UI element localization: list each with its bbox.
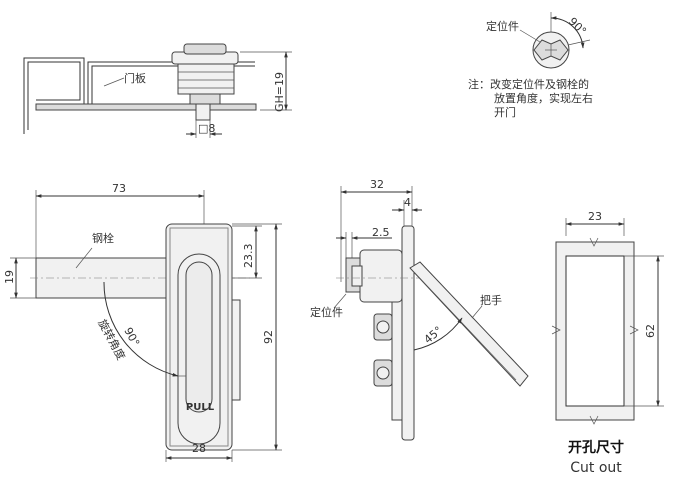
- base-plate: [35, 103, 257, 111]
- dim-19-label: 19: [3, 270, 16, 284]
- angle-45-label: 45°: [422, 324, 445, 346]
- lock-cylinder: [177, 63, 235, 95]
- dim-28-label: 28: [192, 442, 206, 455]
- cutout-hole: [565, 255, 625, 407]
- dim-23-label: 23: [588, 210, 602, 223]
- dim-62-label: 62: [644, 324, 657, 338]
- cutout-view: 23 62 开孔尺寸 Cut out: [551, 210, 664, 476]
- note-line-1: 注：改变定位件及钢栓的: [468, 77, 589, 91]
- square-shaft: [195, 103, 211, 121]
- dim-23-3-label: 23.3: [242, 244, 255, 269]
- note-block: 注：改变定位件及钢栓的 放置角度，实现左右 开门: [468, 77, 593, 119]
- dim-4-label: 4: [404, 196, 411, 209]
- handle-label: 把手: [480, 293, 502, 307]
- mounting-side-view: 门板 GH=19 □8: [23, 43, 292, 138]
- note-line-3: 开门: [494, 105, 516, 119]
- side-front-plate: [401, 225, 415, 441]
- rotate-angle-label: 旋转角度: [95, 317, 128, 362]
- gh-dimension-label: GH=19: [273, 72, 286, 112]
- front-view: 73 钢栓 19 PULL 23.3 92 旋转角度 90°: [3, 182, 282, 462]
- pull-text: PULL: [186, 402, 215, 413]
- locator-label: 定位件: [486, 19, 519, 33]
- bolt-label: 钢栓: [92, 231, 114, 245]
- side-handle: [409, 261, 529, 387]
- angle-90-front-label: 90°: [121, 325, 142, 348]
- door-panel-label: 门板: [124, 71, 146, 85]
- lock-nut: [189, 93, 221, 105]
- door-bracket: [27, 61, 81, 130]
- dim-92-label: 92: [262, 330, 275, 344]
- locator-detail: 90° 定位件: [486, 12, 591, 69]
- side-back-plate: [391, 299, 403, 421]
- note-line-2: 放置角度，实现左右: [494, 91, 593, 105]
- square-dimension-label: □8: [198, 122, 215, 135]
- side-cylinder: [359, 249, 403, 303]
- side-locator-label: 定位件: [310, 305, 343, 319]
- cutout-title-en: Cut out: [570, 460, 622, 476]
- cutout-title-cn: 开孔尺寸: [568, 439, 624, 456]
- side-view: 32 4 2.5 45° 定位件 把手: [310, 178, 529, 441]
- angle-90-top-label: 90°: [566, 15, 589, 38]
- dim-2-5-label: 2.5: [372, 226, 390, 239]
- dim-32-label: 32: [370, 178, 384, 191]
- dim-73-label: 73: [112, 182, 126, 195]
